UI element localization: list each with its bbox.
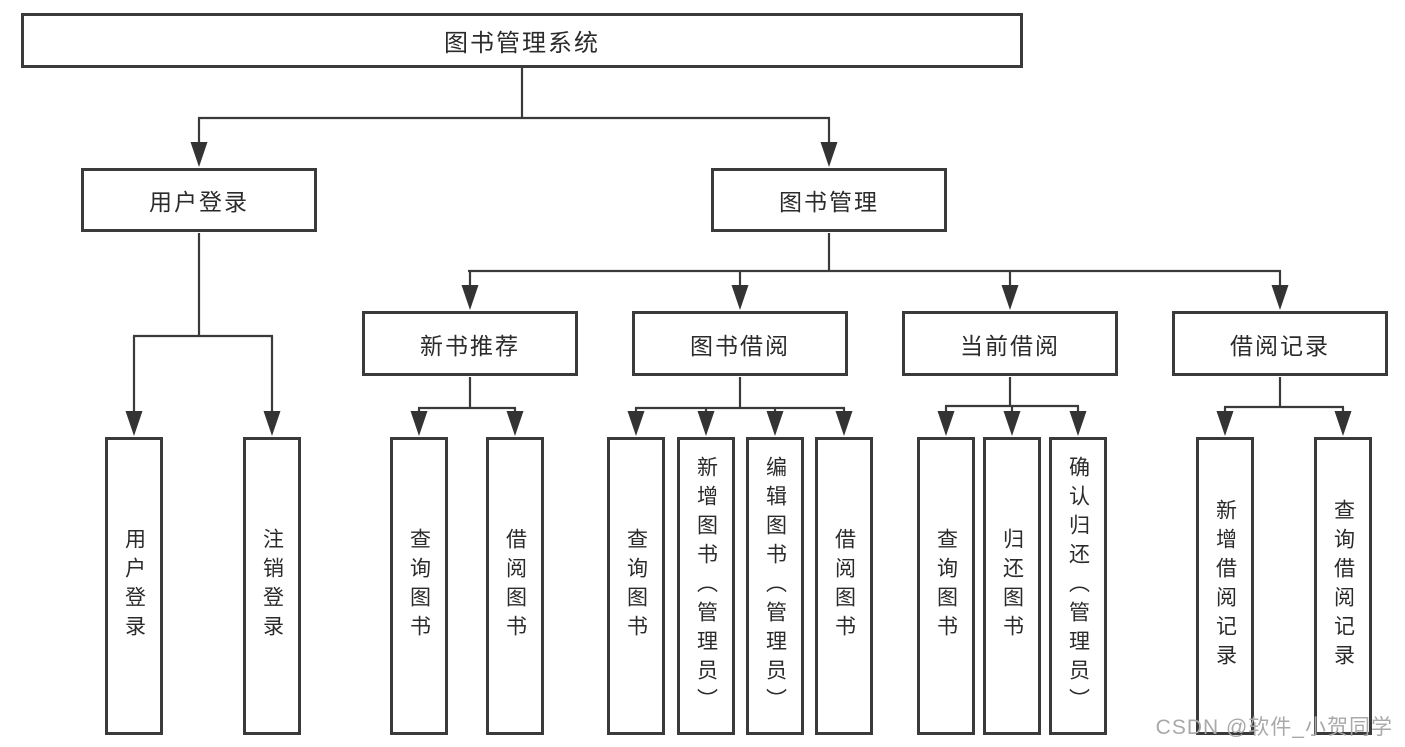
node-book-borrowing: 图书借阅 <box>632 311 848 376</box>
leaf-label: 归还图书 <box>1000 528 1024 644</box>
node-label: 用户登录 <box>149 189 249 215</box>
leaf-label: 借阅图书 <box>832 528 856 644</box>
leaf-borrow-book: 借阅图书 <box>815 437 873 735</box>
leaf-label: 查询借阅记录 <box>1331 499 1355 673</box>
node-book-management: 图书管理 <box>711 168 947 232</box>
leaf-add-borrow-record: 新增借阅记录 <box>1196 437 1254 735</box>
leaf-logout: 注销登录 <box>243 437 301 735</box>
leaf-label: 用户登录 <box>122 528 146 644</box>
node-label: 当前借阅 <box>960 332 1060 359</box>
leaf-query-book-rec: 查询图书 <box>390 437 448 735</box>
node-borrowing-record: 借阅记录 <box>1172 311 1388 376</box>
leaf-add-book-admin: 新增图书（管理员） <box>677 437 735 735</box>
leaf-confirm-return-admin: 确认归还（管理员） <box>1049 437 1107 735</box>
leaf-borrow-book-rec: 借阅图书 <box>486 437 544 735</box>
node-label: 新书推荐 <box>420 332 520 359</box>
watermark: CSDN @软件_小贺同学 <box>1155 716 1393 739</box>
node-user-login: 用户登录 <box>81 168 317 232</box>
node-label: 图书管理 <box>779 189 879 215</box>
leaf-label: 查询图书 <box>624 528 648 644</box>
leaf-label: 借阅图书 <box>503 528 527 644</box>
leaf-query-book-current: 查询图书 <box>917 437 975 735</box>
node-current-borrowing: 当前借阅 <box>902 311 1118 376</box>
leaf-return-book: 归还图书 <box>983 437 1041 735</box>
leaf-label: 编辑图书（管理员） <box>763 455 787 717</box>
leaf-label: 查询图书 <box>934 528 958 644</box>
node-label: 图书借阅 <box>690 332 790 359</box>
leaf-label: 查询图书 <box>407 528 431 644</box>
leaf-label: 注销登录 <box>260 528 284 644</box>
node-library-management-system: 图书管理系统 <box>21 13 1023 68</box>
arrowheads <box>125 142 1352 436</box>
node-new-book-recommendation: 新书推荐 <box>362 311 578 376</box>
leaf-query-book-borrow: 查询图书 <box>607 437 665 735</box>
leaf-edit-book-admin: 编辑图书（管理员） <box>746 437 804 735</box>
leaf-user-login: 用户登录 <box>105 437 163 735</box>
node-label: 图书管理系统 <box>444 30 600 57</box>
node-label: 借阅记录 <box>1230 332 1330 359</box>
leaf-label: 确认归还（管理员） <box>1066 455 1090 717</box>
leaf-query-borrow-record: 查询借阅记录 <box>1314 437 1372 735</box>
leaf-label: 新增借阅记录 <box>1213 499 1237 673</box>
leaf-label: 新增图书（管理员） <box>694 455 718 717</box>
